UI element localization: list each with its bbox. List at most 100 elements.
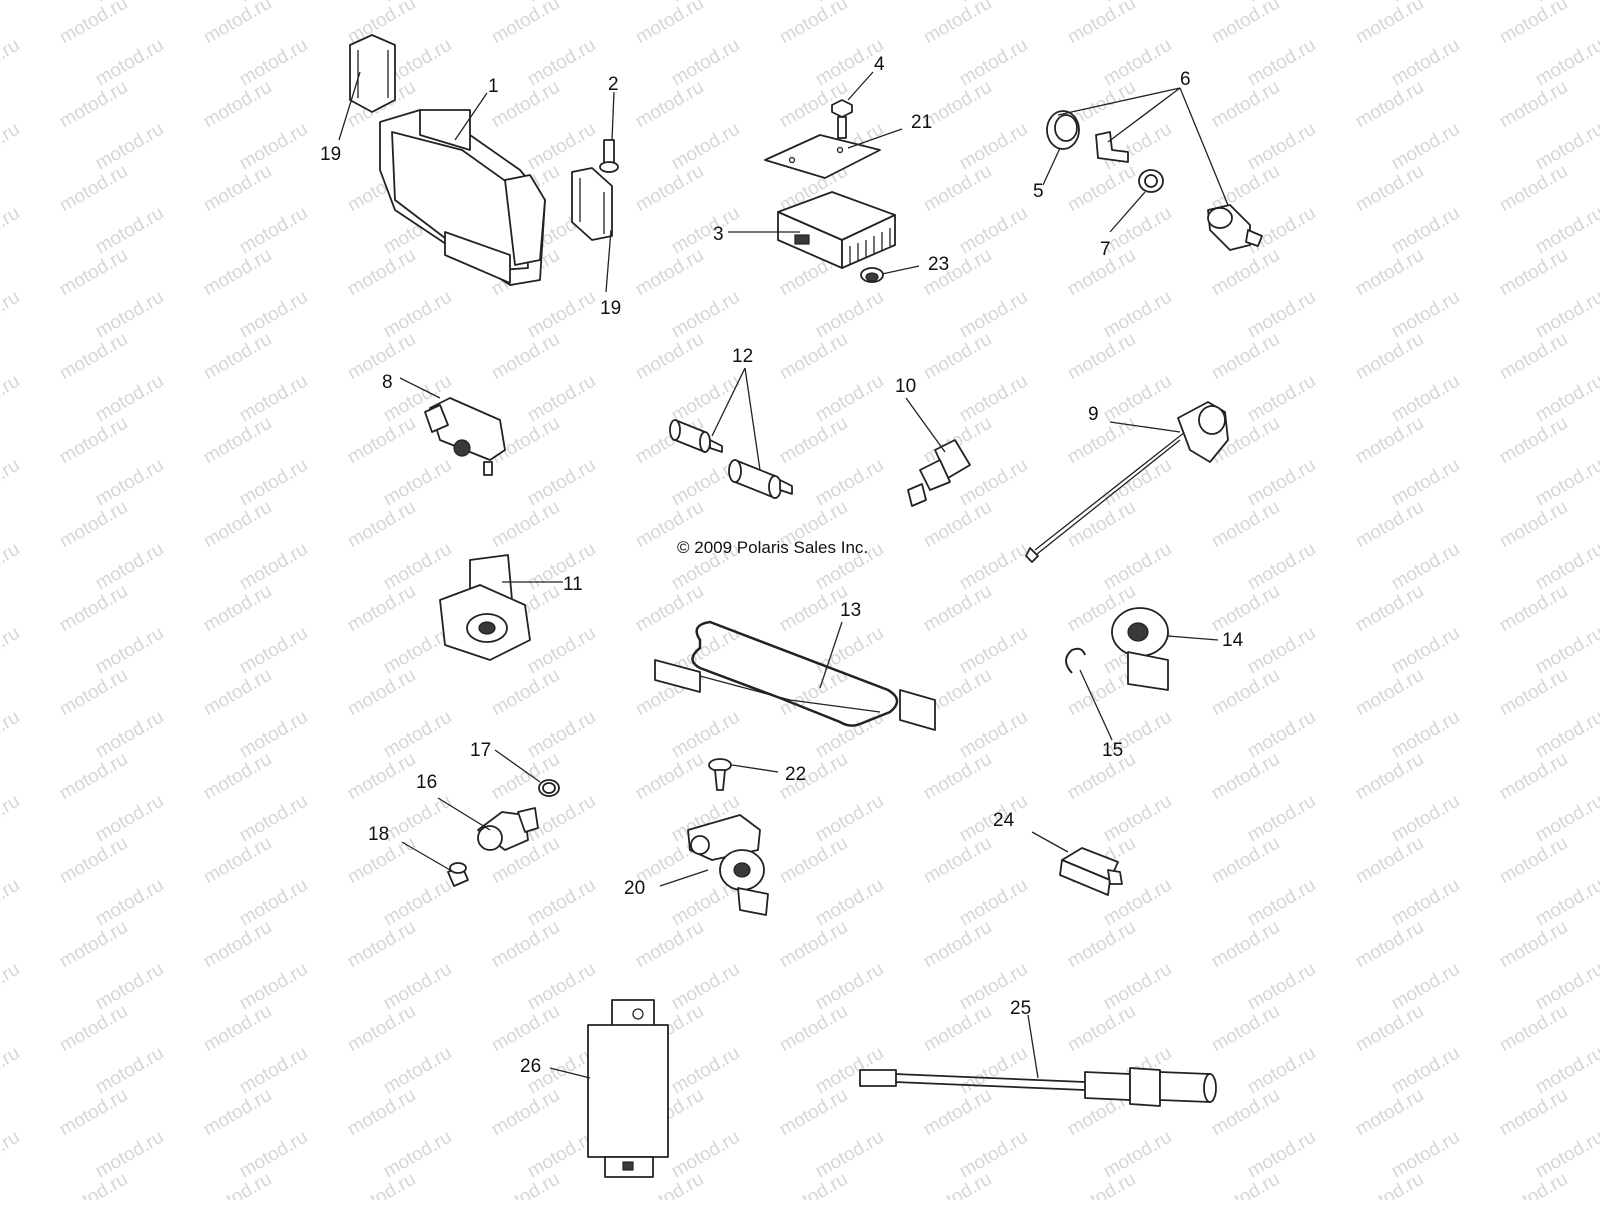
callout-19-right: 19 — [600, 298, 621, 319]
watermark-text: motod.ru — [1064, 161, 1139, 217]
watermark-text: motod.ru — [200, 581, 275, 637]
watermark-text: motod.ru — [1244, 791, 1319, 847]
watermark-text: motod.ru — [1064, 0, 1139, 48]
callout-21: 21 — [911, 112, 932, 133]
watermark-text: motod.ru — [56, 0, 131, 48]
watermark-text: motod.ru — [56, 1169, 131, 1200]
watermark-text: motod.ru — [1496, 0, 1571, 48]
part-1-ecu — [379, 109, 546, 286]
watermark-text: motod.ru — [1496, 161, 1571, 217]
watermark-text: motod.ru — [488, 917, 563, 973]
watermark-text: motod.ru — [200, 665, 275, 721]
watermark-text: motod.ru — [1244, 623, 1319, 679]
watermark-text: motod.ru — [92, 35, 167, 91]
part-23-grommet — [860, 267, 884, 283]
part-19-bracket-right — [571, 167, 613, 241]
watermark-text: motod.ru — [92, 371, 167, 427]
watermark-text: motod.ru — [236, 455, 311, 511]
watermark-text: motod.ru — [1496, 917, 1571, 973]
watermark-text: motod.ru — [920, 749, 995, 805]
watermark-text: motod.ru — [1388, 203, 1463, 259]
watermark-text: motod.ru — [1208, 581, 1283, 637]
watermark-text: motod.ru — [812, 623, 887, 679]
callout-26: 26 — [520, 1056, 541, 1077]
watermark-text: motod.ru — [1532, 371, 1600, 427]
part-12-filter-lower — [728, 459, 793, 499]
watermark-text: motod.ru — [920, 1085, 995, 1141]
watermark-text: motod.ru — [1388, 959, 1463, 1015]
watermark-text: motod.ru — [56, 833, 131, 889]
watermark-text: motod.ru — [0, 539, 23, 595]
watermark-text: motod.ru — [380, 875, 455, 931]
watermark-text: motod.ru — [56, 161, 131, 217]
watermark-text: motod.ru — [776, 1169, 851, 1200]
callout-19-top: 19 — [320, 144, 341, 165]
callout-3: 3 — [713, 224, 724, 245]
watermark-text: motod.ru — [92, 875, 167, 931]
watermark-text: motod.ru — [668, 1043, 743, 1099]
watermark-text: motod.ru — [0, 623, 23, 679]
watermark-text: motod.ru — [1208, 1001, 1283, 1057]
watermark-text: motod.ru — [1388, 119, 1463, 175]
watermark-text: motod.ru — [1208, 917, 1283, 973]
part-15-clip — [1065, 647, 1086, 674]
watermark-text: motod.ru — [956, 1043, 1031, 1099]
watermark-text: motod.ru — [956, 119, 1031, 175]
watermark-text: motod.ru — [1532, 539, 1600, 595]
part-13-wiring-harness — [654, 620, 936, 731]
part-22-screw — [708, 758, 732, 791]
watermark-text: motod.ru — [812, 1127, 887, 1183]
watermark-text: motod.ru — [1064, 413, 1139, 469]
watermark-text: motod.ru — [56, 581, 131, 637]
watermark-text: motod.ru — [1064, 1001, 1139, 1057]
watermark-text: motod.ru — [344, 1001, 419, 1057]
watermark-text: motod.ru — [1244, 707, 1319, 763]
part-9-speed-sensor — [1025, 401, 1229, 563]
watermark-text: motod.ru — [668, 287, 743, 343]
watermark-text: motod.ru — [56, 245, 131, 301]
callout-20: 20 — [624, 878, 645, 899]
watermark-text: motod.ru — [956, 35, 1031, 91]
callout-15: 15 — [1102, 740, 1123, 761]
watermark-text: motod.ru — [236, 287, 311, 343]
watermark-text: motod.ru — [956, 1127, 1031, 1183]
watermark-text: motod.ru — [632, 917, 707, 973]
watermark-text: motod.ru — [200, 161, 275, 217]
watermark-text: motod.ru — [56, 329, 131, 385]
callout-25: 25 — [1010, 998, 1031, 1019]
watermark-text: motod.ru — [920, 329, 995, 385]
watermark-text: motod.ru — [1532, 791, 1600, 847]
watermark-text: motod.ru — [200, 833, 275, 889]
watermark-text: motod.ru — [1064, 497, 1139, 553]
part-6-sensor — [1207, 204, 1263, 251]
watermark-text: motod.ru — [956, 539, 1031, 595]
watermark-text: motod.ru — [1244, 1043, 1319, 1099]
watermark-text: motod.ru — [1532, 119, 1600, 175]
watermark-text: motod.ru — [524, 35, 599, 91]
watermark-text: motod.ru — [56, 497, 131, 553]
watermark-text: motod.ru — [200, 245, 275, 301]
part-19-bracket-top — [349, 34, 396, 113]
watermark-text: motod.ru — [488, 1169, 563, 1200]
watermark-text: motod.ru — [56, 917, 131, 973]
watermark-text: motod.ru — [632, 161, 707, 217]
watermark-text: motod.ru — [344, 1085, 419, 1141]
watermark-text: motod.ru — [56, 1001, 131, 1057]
watermark-text: motod.ru — [380, 959, 455, 1015]
watermark-text: motod.ru — [200, 1001, 275, 1057]
watermark-text: motod.ru — [0, 875, 23, 931]
watermark-text: motod.ru — [1064, 329, 1139, 385]
watermark-text: motod.ru — [344, 497, 419, 553]
watermark-text: motod.ru — [1532, 1043, 1600, 1099]
watermark-text: motod.ru — [344, 917, 419, 973]
watermark-text: motod.ru — [1532, 1127, 1600, 1183]
watermark-text: motod.ru — [344, 749, 419, 805]
part-12-filter-upper — [669, 419, 723, 453]
watermark-text: motod.ru — [200, 1085, 275, 1141]
watermark-text: motod.ru — [776, 833, 851, 889]
watermark-text: motod.ru — [524, 119, 599, 175]
watermark-text: motod.ru — [524, 959, 599, 1015]
watermark-text: motod.ru — [0, 1043, 23, 1099]
callout-5: 5 — [1033, 181, 1044, 202]
